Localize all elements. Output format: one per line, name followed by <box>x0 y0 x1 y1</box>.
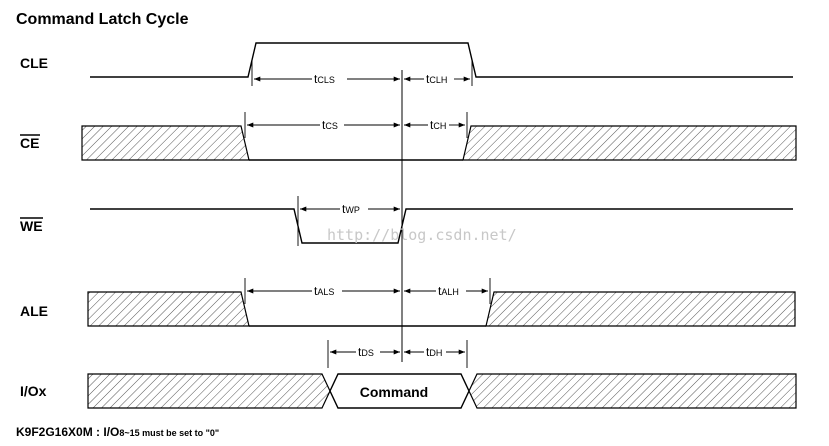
diagram-title: Command Latch Cycle <box>16 11 189 28</box>
tals-label: tALS <box>314 284 334 298</box>
io-dontcare-right <box>468 373 797 409</box>
twp-label: tWP <box>342 202 360 216</box>
tds-label: tDS <box>358 345 374 359</box>
ale-dontcare-right <box>485 291 796 327</box>
signal-label-we: WE <box>20 218 43 234</box>
we-waveform <box>90 208 793 244</box>
ale-dontcare-left <box>87 291 250 327</box>
ce-dontcare-left <box>81 125 250 161</box>
io-dontcare-left <box>87 373 331 409</box>
command-label: Command <box>360 384 428 400</box>
signal-label-ce: CE <box>20 135 39 151</box>
talh-label: tALH <box>438 284 459 298</box>
signal-label-ale: ALE <box>20 303 48 319</box>
tcls-label: tCLS <box>314 72 335 86</box>
footnote: K9F2G16X0M : I/O8~15 must be set to "0" <box>16 425 219 439</box>
watermark-text: http://blog.csdn.net/ <box>327 226 517 244</box>
tcs-label: tCS <box>322 118 338 132</box>
tclh-label: tCLH <box>426 72 447 86</box>
ce-dontcare-right <box>462 125 797 161</box>
tch-label: tCH <box>430 118 446 132</box>
cle-waveform <box>90 42 793 78</box>
signal-label-cle: CLE <box>20 55 48 71</box>
signal-label-io: I/Ox <box>20 383 47 399</box>
tdh-label: tDH <box>426 345 442 359</box>
